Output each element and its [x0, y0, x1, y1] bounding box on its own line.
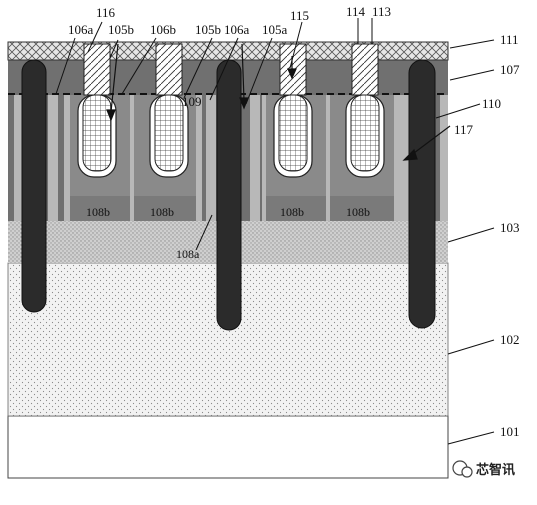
- label-115: 115: [290, 8, 309, 23]
- label-107: 107: [500, 62, 520, 77]
- label-108b-2: 108b: [150, 205, 174, 219]
- label-106b: 106b: [150, 22, 176, 37]
- label-117: 117: [454, 122, 474, 137]
- label-108b-4: 108b: [346, 205, 370, 219]
- label-101: 101: [500, 424, 520, 439]
- region-108b-blocks: [70, 196, 394, 221]
- label-106a-left: 106a: [68, 22, 94, 37]
- arrows: [106, 43, 451, 161]
- label-114: 114: [346, 4, 366, 19]
- watermark-text: 芯智讯: [476, 462, 515, 478]
- label-106a-mid: 106a: [224, 22, 250, 37]
- label-111: 111: [500, 32, 519, 47]
- label-103: 103: [500, 220, 520, 235]
- source-metal-111: [7, 41, 449, 61]
- label-105b-left: 105b: [108, 22, 134, 37]
- label-109: 109: [182, 94, 202, 109]
- leader-lines: [55, 18, 495, 445]
- label-113: 113: [372, 4, 391, 19]
- deep-pillars-117: [21, 59, 436, 331]
- substrate-101: [7, 415, 449, 479]
- label-105a: 105a: [262, 22, 288, 37]
- labels: 116 106a 105b 106b 105b 106a 105a 115 11…: [68, 4, 520, 439]
- label-108b-1: 108b: [86, 205, 110, 219]
- watermark: 芯智讯: [452, 460, 515, 478]
- label-110: 110: [482, 96, 501, 111]
- label-108b-3: 108b: [280, 205, 304, 219]
- gate-trenches: [77, 43, 385, 178]
- label-105b-mid: 105b: [195, 22, 221, 37]
- label-102: 102: [500, 332, 520, 347]
- label-108a: 108a: [176, 247, 200, 261]
- label-116: 116: [96, 5, 116, 20]
